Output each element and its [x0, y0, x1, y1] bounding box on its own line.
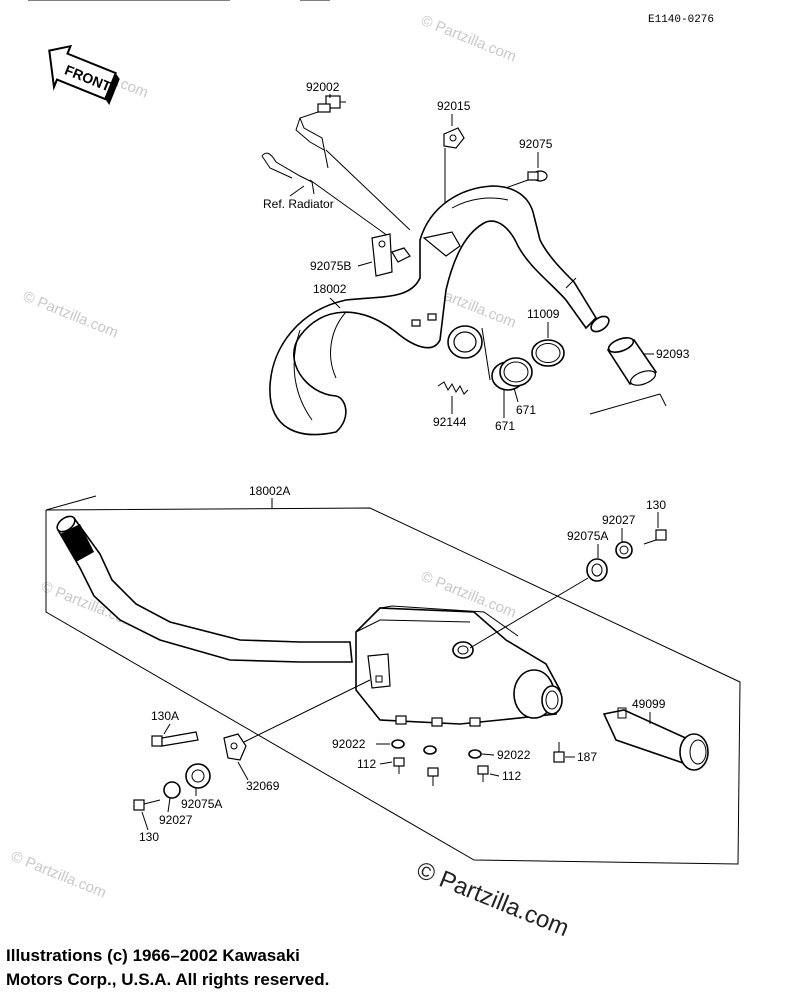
bolt-130-left-icon [133, 799, 161, 811]
bolt-92002-icon [317, 95, 346, 113]
bolt-112-c-icon [477, 765, 489, 782]
callout-92075A-left: 92075A [181, 797, 222, 811]
washer-92022-c-icon [468, 749, 482, 759]
watermarks: © Partzilla.com © Partzilla.com © Partzi… [9, 12, 573, 942]
bolt-130A-icon [151, 731, 199, 747]
washer-92022-b-icon [423, 745, 437, 755]
collar-92027-left-icon [163, 781, 181, 799]
bracket-92075B-icon [371, 233, 411, 277]
copyright-line-1: Illustrations (c) 1966–2002 Kawasaki [6, 946, 300, 965]
bolt-112-a-icon [393, 757, 405, 774]
callout-671-a: 671 [516, 403, 536, 417]
clamp-icon [261, 111, 329, 195]
callout-32069: 32069 [246, 779, 280, 793]
callout-671-b: 671 [495, 419, 515, 433]
sleeve-92093-icon [606, 337, 658, 386]
callout-92022-a: 92022 [332, 737, 366, 751]
callout-92144: 92144 [433, 415, 467, 429]
grommet-92075A-left-icon [185, 763, 211, 789]
callout-130-left: 130 [139, 830, 159, 844]
callout-92002: 92002 [306, 80, 340, 94]
rings-671-icon [491, 357, 533, 391]
callout-92022-b: 92022 [497, 748, 531, 762]
bolt-130-right-icon [643, 529, 667, 545]
silencer-pipe [56, 515, 353, 663]
callout-18002: 18002 [313, 282, 347, 296]
nut-92015-icon [443, 127, 465, 149]
muffler-body [355, 605, 563, 727]
grommet-92075A-right-icon [586, 558, 608, 582]
callout-92075B: 92075B [310, 259, 351, 273]
callout-11009: 11009 [527, 307, 560, 321]
bolt-112-b-icon [427, 767, 439, 786]
callout-130-right: 130 [646, 498, 666, 512]
callout-92075A-right: 92075A [567, 529, 608, 543]
ref-radiator-label: Ref. Radiator [263, 197, 334, 211]
callout-92027-left: 92027 [159, 813, 193, 827]
callout-92027-right: 92027 [602, 513, 636, 527]
bolt-187-icon [553, 742, 565, 763]
gasket-11009-icon [531, 339, 565, 367]
callout-130A: 130A [151, 709, 179, 723]
callout-18002A: 18002A [249, 484, 290, 498]
watermark: © Partzilla.com [9, 848, 109, 902]
callout-187: 187 [577, 750, 597, 764]
spring-92144-icon [437, 381, 469, 395]
bracket-32069-icon [223, 733, 247, 761]
watermark: © Partzilla.com [21, 288, 121, 342]
callout-112-a: 112 [357, 757, 376, 771]
copyright-line-2: Motors Corp., U.S.A. All rights reserved… [6, 970, 330, 989]
front-arrow-icon: FRONT [48, 44, 120, 106]
callout-92015: 92015 [437, 99, 471, 113]
collar-92027-right-icon [615, 541, 633, 559]
grommet-92075-icon [527, 170, 548, 182]
watermark-large: © Partzilla.com [413, 857, 573, 943]
group-outline-18002A [45, 507, 741, 865]
callout-112-b: 112 [502, 769, 521, 783]
watermark: © Partzilla.com [419, 12, 519, 66]
washer-92022-a-icon [391, 739, 405, 749]
callout-92093: 92093 [656, 347, 690, 361]
expansion-chamber-18002 [269, 185, 610, 436]
tailpipe-49099-icon [602, 707, 709, 771]
drawing-code: E1140-0276 [648, 14, 714, 26]
callout-49099: 49099 [632, 697, 666, 711]
callout-92075: 92075 [519, 137, 553, 151]
copyright-notice: Illustrations (c) 1966–2002 Kawasaki Mot… [6, 944, 606, 992]
